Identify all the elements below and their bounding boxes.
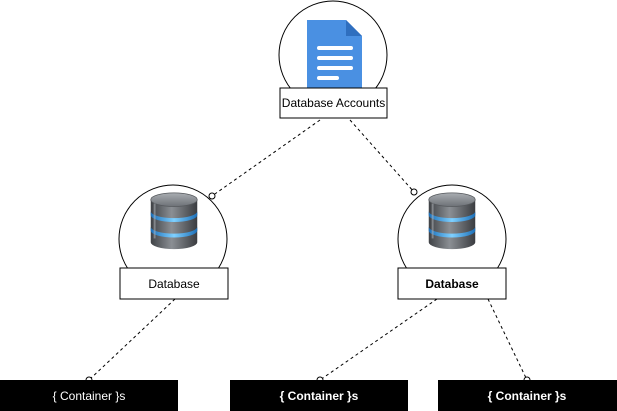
edge-accounts-to-db-left bbox=[211, 119, 321, 197]
label-box-db-left bbox=[119, 267, 229, 300]
container-box-1 bbox=[0, 380, 178, 411]
document-icon bbox=[307, 20, 362, 92]
node-database-accounts[interactable]: Database Accounts bbox=[278, 0, 388, 119]
container-label-2: { Container }s bbox=[280, 389, 359, 403]
node-database-right[interactable]: Database bbox=[397, 184, 507, 300]
container-label-1: { Container }s bbox=[53, 389, 126, 403]
label-db-left: Database bbox=[148, 277, 200, 291]
container-box-2 bbox=[230, 380, 408, 411]
container-1[interactable]: { Container }s bbox=[0, 380, 178, 411]
database-icon bbox=[427, 191, 477, 251]
edge-accounts-to-db-right bbox=[349, 119, 415, 193]
label-accounts: Database Accounts bbox=[282, 96, 385, 110]
edge-db-left-to-container-1 bbox=[88, 298, 176, 381]
container-box-3 bbox=[438, 380, 617, 411]
label-box-accounts bbox=[279, 87, 388, 119]
label-db-right: Database bbox=[425, 277, 479, 291]
edge-end-db-right bbox=[410, 188, 418, 196]
edge-end-db-left bbox=[208, 192, 216, 200]
edge-db-right-to-container-3 bbox=[487, 298, 528, 381]
node-database-left[interactable]: Database bbox=[118, 184, 229, 300]
container-3[interactable]: { Container }s bbox=[438, 380, 617, 411]
label-box-db-right bbox=[397, 267, 507, 300]
edge-db-right-to-container-2 bbox=[319, 298, 438, 381]
database-icon bbox=[149, 191, 199, 251]
container-2[interactable]: { Container }s bbox=[230, 380, 408, 411]
container-label-3: { Container }s bbox=[488, 389, 567, 403]
